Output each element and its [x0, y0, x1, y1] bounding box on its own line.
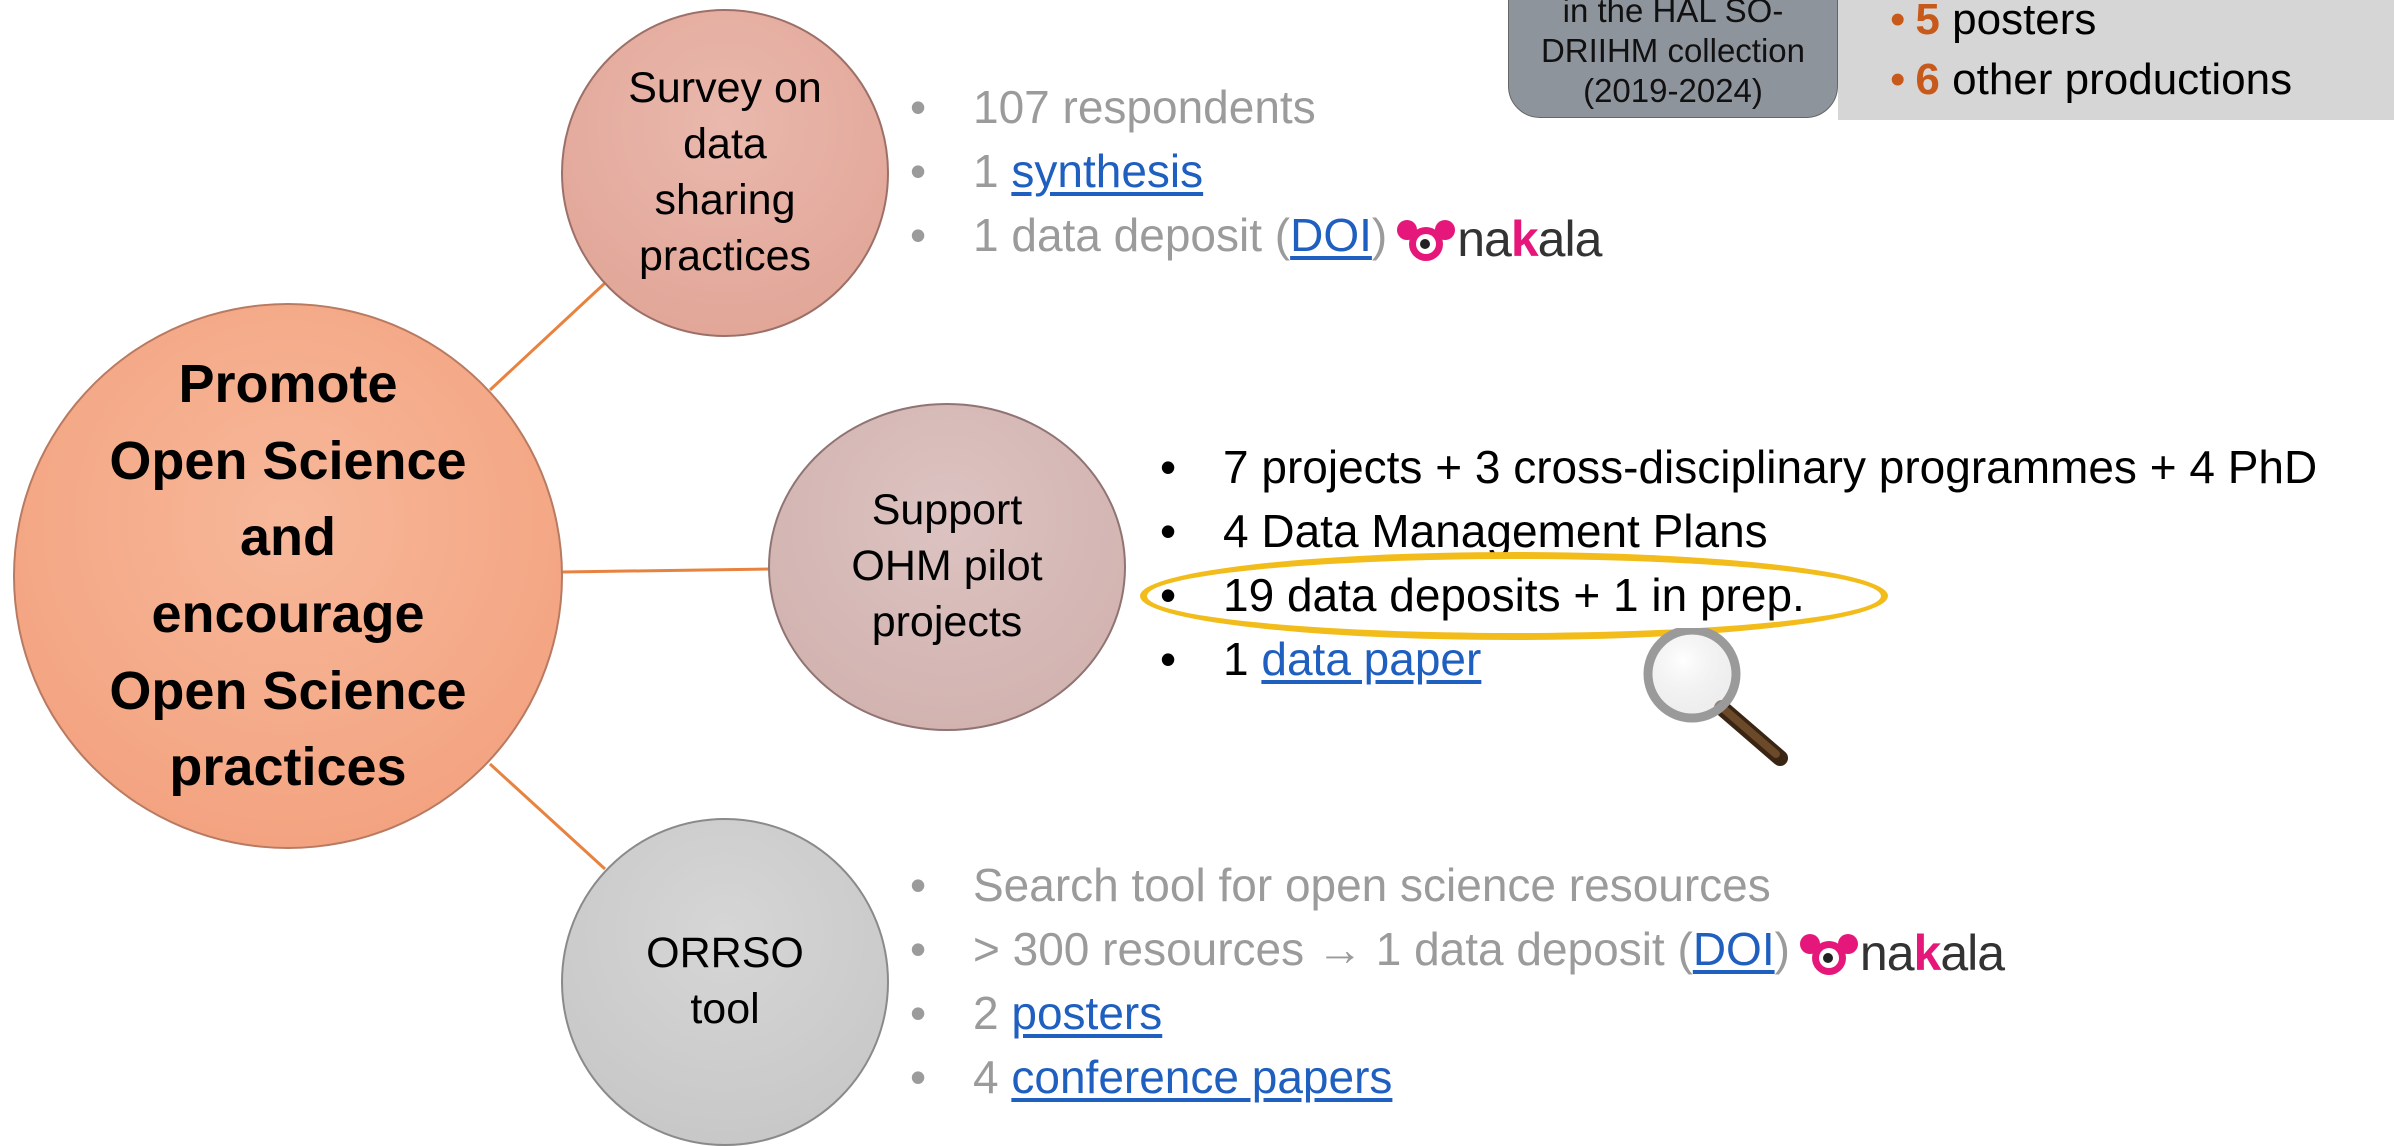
count-posters-label: posters [1952, 0, 2097, 44]
data-paper-link[interactable]: data paper [1261, 633, 1482, 685]
count-posters-number: 5 [1915, 0, 1940, 44]
synthesis-link[interactable]: synthesis [1011, 145, 1204, 197]
list-item: •4 Data Management Plans [1160, 505, 1768, 557]
orrso-node-circle: ORRSO tool [561, 818, 889, 1146]
main-node-circle: Promote Open Science and encourage Open … [13, 303, 563, 849]
count-posters: •5 posters [1890, 0, 2292, 50]
magnifying-glass-icon [1643, 628, 1788, 766]
connector-orrso [488, 762, 607, 871]
conference-papers-link[interactable]: conference papers [1011, 1051, 1393, 1103]
list-item: •1 synthesis [910, 145, 1204, 197]
list-item: •1 data deposit (DOI) nakala [910, 209, 1602, 267]
nakala-logo: nakala [1395, 214, 1602, 264]
count-other: •6 other productions [1890, 55, 2293, 104]
connector-survey [488, 281, 607, 392]
list-item: •1 data paper [1160, 633, 1482, 685]
list-item: •4 conference papers [910, 1051, 1393, 1103]
main-node-label: Promote Open Science and encourage Open … [109, 353, 467, 798]
list-item: •> 300 resources → 1 data deposit (DOI) … [910, 923, 2005, 981]
nakala-mascot-icon [1397, 219, 1456, 261]
count-other-label: other productions [1952, 55, 2293, 104]
support-node-label: Support OHM pilot projects [851, 486, 1043, 646]
productions-counts-box: •5 posters •6 other productions [1838, 0, 2394, 120]
survey-node-circle: Survey on data sharing practices [561, 9, 889, 337]
list-item: •Search tool for open science resources [910, 859, 1771, 911]
survey-node-label: Survey on data sharing practices [628, 64, 822, 280]
orrso-doi-link[interactable]: DOI [1692, 923, 1775, 975]
posters-link[interactable]: posters [1011, 987, 1163, 1039]
hal-collection-box: in the HAL SO- DRIIHM collection (2019-2… [1508, 0, 1838, 118]
list-item: •107 respondents [910, 81, 1316, 133]
count-other-number: 6 [1915, 55, 1940, 104]
nakala-logo: nakala [1798, 928, 2005, 978]
nakala-mascot-icon [1799, 933, 1858, 975]
highlight-oval [1140, 552, 1888, 640]
list-item: •7 projects + 3 cross-disciplinary progr… [1160, 441, 2318, 493]
orrso-node-label: ORRSO tool [646, 929, 804, 1033]
connector-support [561, 567, 771, 574]
list-item: •2 posters [910, 987, 1163, 1039]
support-node-circle: Support OHM pilot projects [768, 403, 1126, 731]
hal-collection-label: in the HAL SO- DRIIHM collection (2019-2… [1540, 0, 1806, 109]
orrso-bullet-list: •Search tool for open science resources … [910, 853, 2005, 1109]
survey-bullet-list: •107 respondents •1 synthesis •1 data de… [910, 75, 1602, 267]
survey-doi-link[interactable]: DOI [1290, 209, 1372, 261]
